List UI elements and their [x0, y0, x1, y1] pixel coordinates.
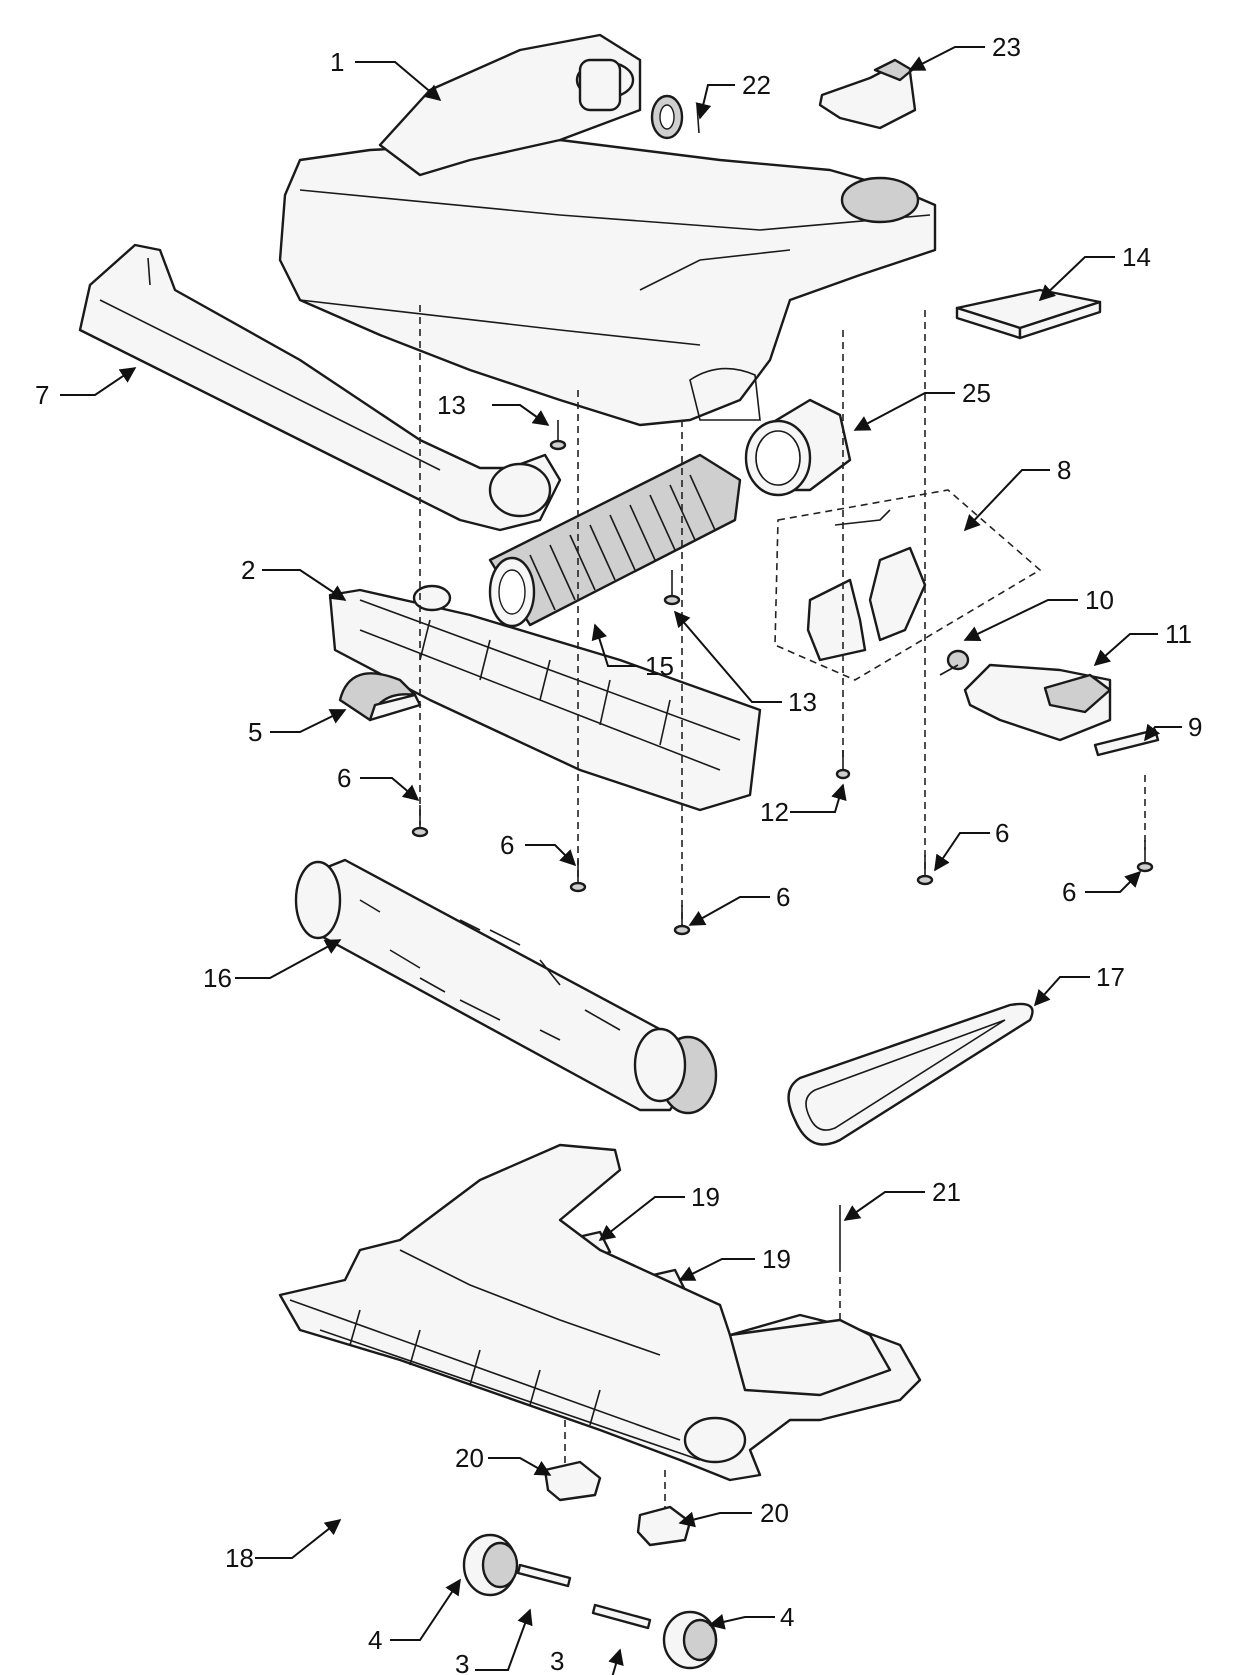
pedal-cap-part — [818, 58, 917, 130]
brush-roll-part — [294, 858, 718, 1115]
callout-13-lower: 13 — [788, 687, 817, 717]
base-part — [278, 1143, 922, 1482]
wheel-4-a — [462, 1533, 519, 1597]
screw-6-a — [411, 805, 429, 838]
callout-5: 5 — [248, 717, 262, 747]
callout-21: 21 — [932, 1177, 961, 1207]
callout-4-b: 4 — [780, 1602, 794, 1632]
callout-20-a: 20 — [455, 1443, 484, 1473]
spring-part — [939, 649, 970, 676]
callout-16: 16 — [203, 963, 232, 993]
callout-22: 22 — [742, 70, 771, 100]
screw-6-c — [673, 905, 691, 936]
callout-2: 2 — [241, 555, 255, 585]
callout-11: 11 — [1165, 619, 1192, 649]
callout-14: 14 — [1122, 242, 1151, 272]
bracket-20-a — [543, 1460, 602, 1502]
clip-part-5 — [338, 672, 422, 722]
callout-6-c: 6 — [995, 818, 1009, 848]
screw-6-b — [569, 860, 587, 893]
pedal-part — [963, 663, 1112, 742]
callout-3-a: 3 — [455, 1649, 469, 1675]
bottom-plate-part — [328, 584, 762, 812]
screw-12 — [835, 750, 851, 780]
callout-20-b: 20 — [760, 1498, 789, 1528]
callout-9: 9 — [1188, 712, 1202, 742]
callout-8: 8 — [1057, 455, 1071, 485]
callout-6-d: 6 — [1062, 877, 1076, 907]
callout-7: 7 — [35, 380, 49, 410]
callout-19-b: 19 — [762, 1244, 791, 1274]
leader-lines — [60, 46, 1182, 1675]
callout-6-b: 6 — [500, 830, 514, 860]
hood-cover-part — [278, 33, 937, 427]
screw-13-upper — [549, 420, 567, 451]
latch-bracket-assembly — [774, 489, 1042, 681]
callout-18: 18 — [225, 1543, 254, 1573]
callout-19-a: 19 — [691, 1182, 720, 1212]
ribbed-hose-part — [488, 453, 742, 628]
ring-and-pin-part — [650, 94, 700, 140]
wheel-4-b — [662, 1610, 718, 1670]
bumper-part — [78, 243, 562, 532]
callout-17: 17 — [1096, 962, 1125, 992]
callout-10: 10 — [1085, 585, 1114, 615]
axle-3-b — [591, 1603, 652, 1630]
callout-labels: 1 22 23 14 7 13 25 8 2 10 11 15 13 5 9 6… — [35, 32, 1202, 1675]
hose-collar-part — [744, 398, 852, 497]
callout-1: 1 — [330, 47, 344, 77]
callout-4-a: 4 — [368, 1625, 382, 1655]
screw-13-lower — [663, 570, 681, 606]
callout-6-a: 6 — [337, 763, 351, 793]
filter-pad-part — [955, 288, 1102, 340]
callout-12: 12 — [760, 797, 789, 827]
bracket-20-b — [636, 1505, 692, 1547]
callout-3-b: 3 — [550, 1646, 564, 1675]
callout-25: 25 — [962, 378, 991, 408]
callout-13-upper: 13 — [437, 390, 466, 420]
assembly-lines — [419, 305, 1146, 1510]
callout-23: 23 — [992, 32, 1021, 62]
axle-3-a — [516, 1563, 572, 1588]
drive-belt-part — [787, 1002, 1034, 1146]
callout-15: 15 — [645, 651, 674, 681]
callout-6-e: 6 — [776, 882, 790, 912]
screw-6-e — [1136, 840, 1154, 873]
screw-6-d — [916, 855, 934, 886]
